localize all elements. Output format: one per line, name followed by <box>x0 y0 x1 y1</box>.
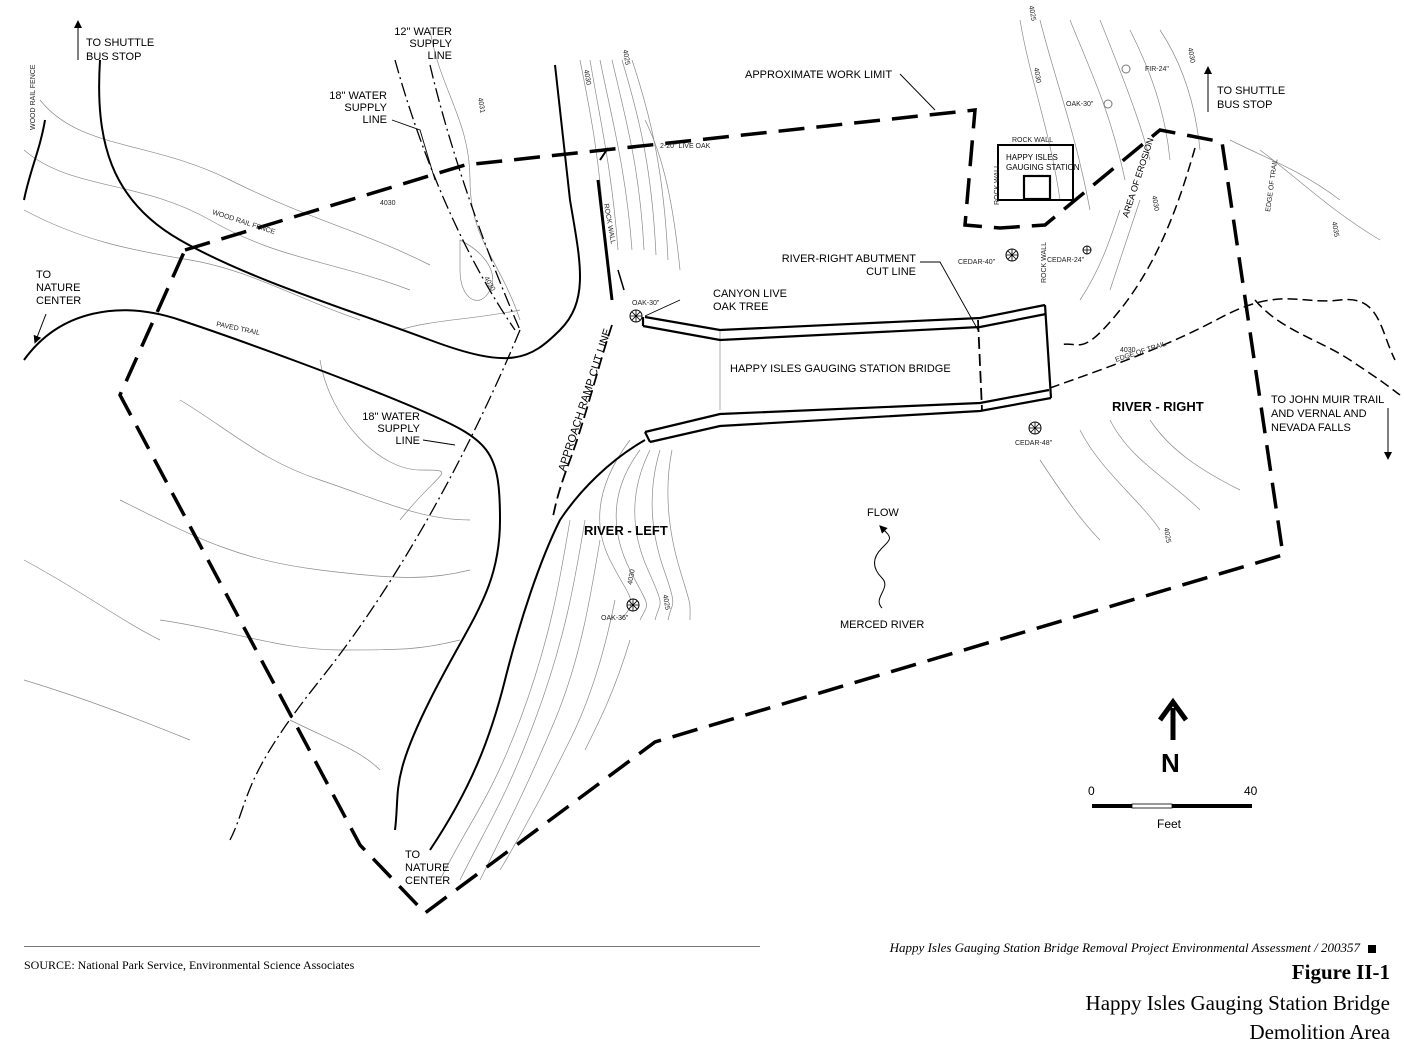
water-supply-lines <box>229 59 521 841</box>
footer-rule <box>24 946 760 947</box>
abutment-cut-line <box>977 319 983 411</box>
scale-bar: 0 40 Feet <box>1088 784 1258 831</box>
small-labels: WOOD RAIL FENCE WOOD RAIL FENCE PAVED TR… <box>30 5 1340 622</box>
label-contour: 4035 <box>1330 221 1340 238</box>
trails <box>23 59 646 851</box>
label-oak-36: OAK-36" <box>601 615 629 622</box>
label-rock-wall-4: ROCK WALL <box>1041 242 1048 283</box>
tree-symbol <box>1103 99 1113 109</box>
label-fir-24: FIR-24" <box>1145 66 1169 73</box>
gauging-station <box>997 144 1074 201</box>
label-rock-wall-2: ROCK WALL <box>1012 137 1053 144</box>
label-bridge: HAPPY ISLES GAUGING STATION BRIDGE <box>730 363 951 375</box>
label-merced-river: MERCED RIVER <box>840 619 924 631</box>
scale-max: 40 <box>1244 784 1258 798</box>
label-contour: 4030 <box>1032 67 1042 84</box>
label-approach-ramp: APPROACH RAMP CUT LINE <box>556 327 614 473</box>
label-rock-wall-3: ROCK WALL <box>994 164 1001 205</box>
label-contour: 4030 <box>1186 47 1196 64</box>
label-wood-rail-fence: WOOD RAIL FENCE <box>30 64 37 130</box>
label-contour: 4030 <box>1120 347 1136 354</box>
contour-lines <box>23 19 1381 881</box>
figure-title-line-2: Demolition Area <box>1249 1020 1390 1044</box>
tree-symbol <box>1028 421 1042 435</box>
label-contour: 4030 <box>582 69 592 86</box>
north-arrow: N <box>1157 697 1189 778</box>
work-limit-boundary <box>118 108 1285 916</box>
label-contour: 4030 <box>627 569 637 586</box>
label-contour: 4025 <box>1162 527 1172 544</box>
tree-symbol <box>626 598 640 612</box>
label-contour: 4030 <box>482 276 496 293</box>
tree-symbols <box>626 64 1131 612</box>
label-contour: 4025 <box>661 594 671 611</box>
label-contour: 4030 <box>380 200 396 207</box>
tree-symbol <box>629 309 643 323</box>
label-contour: 4031 <box>476 97 486 114</box>
project-note: Happy Isles Gauging Station Bridge Remov… <box>890 940 1376 956</box>
label-flow: FLOW <box>867 507 899 519</box>
north-label: N <box>1161 748 1180 778</box>
tree-symbol <box>1082 245 1092 255</box>
label-river-right: RIVER - RIGHT <box>1112 399 1204 414</box>
label-cedar-24: CEDAR-24" <box>1047 257 1085 264</box>
bullet-square-icon <box>1368 945 1376 954</box>
leader-lines <box>391 73 979 446</box>
label-cedar-48: CEDAR-48" <box>1015 440 1053 447</box>
label-contour: 4025 <box>621 49 631 66</box>
label-contour: 4025 <box>1027 5 1037 22</box>
direction-arrows <box>33 20 1392 460</box>
label-oak-top: 2-20" LIVE OAK <box>660 143 711 150</box>
label-edge-of-trail-2: EDGE OF TRAIL <box>1265 159 1279 213</box>
label-river-left: RIVER - LEFT <box>584 523 668 538</box>
scale-min: 0 <box>1088 784 1095 798</box>
bridge-outline <box>641 303 1053 444</box>
project-title: Happy Isles Gauging Station Bridge Remov… <box>889 940 1360 955</box>
river-right-trails <box>1049 147 1401 396</box>
figure-title-line-1: Happy Isles Gauging Station Bridge <box>1085 991 1390 1015</box>
tree-symbol <box>1005 248 1019 262</box>
label-oak-30-a: OAK-30" <box>632 300 660 307</box>
figure-number: Figure II-1 <box>1291 960 1390 984</box>
scale-unit: Feet <box>1157 817 1182 831</box>
label-approx-work-limit: APPROXIMATE WORK LIMIT <box>745 69 892 81</box>
source-note: SOURCE: National Park Service, Environme… <box>24 958 355 972</box>
label-contour: 4030 <box>1150 195 1160 212</box>
label-cedar-40: CEDAR-40" <box>958 259 996 266</box>
flow-arrow <box>874 525 890 609</box>
tree-symbol <box>1121 64 1131 74</box>
label-oak-30-b: OAK-30" <box>1066 101 1094 108</box>
approach-ramp-cut-line <box>551 324 613 521</box>
